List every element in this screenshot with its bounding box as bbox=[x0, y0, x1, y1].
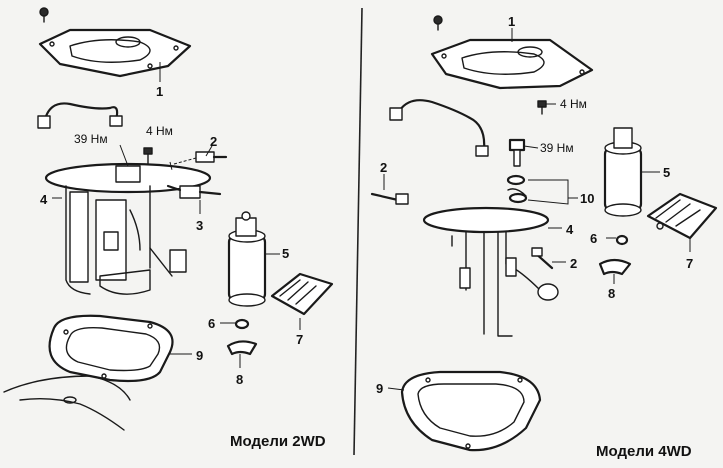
callout-8: 8 bbox=[608, 286, 615, 301]
bolt-icon bbox=[143, 147, 153, 165]
gasket-part-9 bbox=[400, 370, 542, 452]
torque-label-39nm: 39 Нм bbox=[74, 132, 108, 146]
bolt-icon bbox=[508, 138, 526, 167]
screw-icon bbox=[39, 7, 49, 23]
hose-part-3 bbox=[166, 184, 222, 199]
screw-icon bbox=[433, 15, 443, 31]
torque-label-4nm: 4 Нм bbox=[146, 124, 173, 138]
callout-5: 5 bbox=[282, 246, 289, 261]
callout-3: 3 bbox=[196, 218, 203, 233]
gasket-part-10 bbox=[506, 174, 528, 204]
callout-5: 5 bbox=[663, 165, 670, 180]
callout-1: 1 bbox=[508, 14, 515, 29]
right-panel-4wd: 1 2 2 4 5 6 7 8 9 10 4 Нм 39 Нм Модели 4… bbox=[370, 14, 718, 460]
pump-assembly-part-4 bbox=[44, 162, 212, 295]
cover-plate-part-1 bbox=[38, 28, 192, 78]
clip-part-8 bbox=[226, 340, 258, 356]
callout-2-pipe: 2 bbox=[380, 160, 387, 175]
left-panel-2wd: 1 2 3 4 5 6 7 8 9 4 Нм 39 Нм Модели 2WD bbox=[3, 7, 334, 450]
gasket-part-9 bbox=[48, 314, 174, 383]
model-label-2wd: Модели 2WD bbox=[230, 433, 326, 450]
fuel-pipe-part-2 bbox=[370, 192, 409, 205]
callout-6: 6 bbox=[590, 231, 597, 246]
callout-10: 10 bbox=[580, 191, 594, 206]
model-label-4wd: Модели 4WD bbox=[596, 443, 692, 460]
callout-8: 8 bbox=[236, 372, 243, 387]
callout-2-hose: 2 bbox=[570, 256, 577, 271]
fuel-pipe-part-2 bbox=[169, 151, 228, 171]
fuel-filter-part-7 bbox=[646, 192, 718, 240]
o-ring-part-6 bbox=[615, 234, 629, 246]
callout-7: 7 bbox=[296, 332, 303, 347]
clip-part-8 bbox=[598, 258, 632, 276]
wire-harness bbox=[389, 99, 489, 157]
callout-9: 9 bbox=[376, 381, 383, 396]
callout-4: 4 bbox=[566, 222, 574, 237]
hose-part-2 bbox=[531, 247, 554, 270]
fuel-pump-part-5 bbox=[603, 127, 643, 217]
tank-outline bbox=[3, 375, 131, 431]
pump-assembly-part-4 bbox=[422, 206, 559, 337]
callout-6: 6 bbox=[208, 316, 215, 331]
fuel-pump-part-5 bbox=[227, 211, 267, 307]
callout-7: 7 bbox=[686, 256, 693, 271]
panel-divider bbox=[353, 7, 363, 456]
torque-label-39nm: 39 Нм bbox=[540, 141, 574, 155]
torque-label-4nm: 4 Нм bbox=[560, 97, 587, 111]
cover-plate-part-1 bbox=[430, 38, 594, 90]
o-ring-part-6 bbox=[234, 318, 250, 330]
callout-9: 9 bbox=[196, 348, 203, 363]
callout-2: 2 bbox=[210, 134, 217, 149]
fuel-filter-part-7 bbox=[270, 272, 334, 316]
wire-harness bbox=[37, 102, 123, 129]
callout-4: 4 bbox=[40, 192, 48, 207]
bolt-icon bbox=[537, 100, 547, 115]
callout-1: 1 bbox=[156, 84, 163, 99]
